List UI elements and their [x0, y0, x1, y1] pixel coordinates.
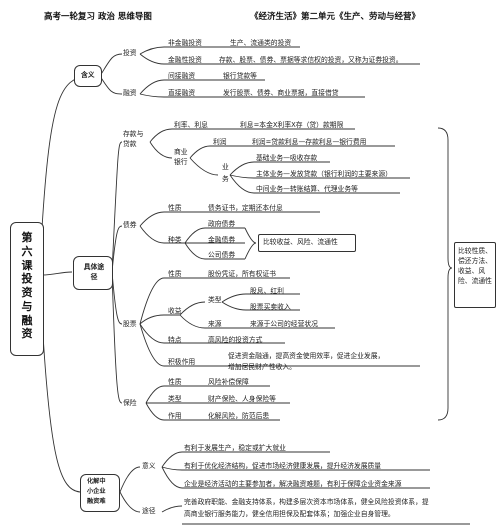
sme-meaning-item-1: 有利于发展生产，稳定或扩大就业	[184, 444, 286, 452]
bond-type-financial: 金融债券	[208, 236, 236, 244]
insurance-role-desc: 化解风险，防范后患	[208, 412, 270, 420]
profit-label: 利润	[213, 138, 227, 146]
insurance-label: 保险	[123, 399, 137, 407]
invest-item-financial-desc: 存款、股票、债券、票据等求信权的投资，又称为证券投资。	[219, 56, 403, 64]
finance-item-indirect-label: 间接融资	[168, 72, 196, 80]
stock-income-type-trading: 股票买卖收入	[250, 303, 291, 311]
stock-income-type-label: 类型	[208, 296, 222, 304]
insurance-nature-label: 性质	[168, 378, 182, 386]
sme-meaning-item-3: 企业是经济活动的主要参加者，解决融资难题，有利于保障企业资金来源	[184, 480, 402, 488]
stock-role-line1: 促进资金融通，提高资金使用效率，促进企业发展，	[228, 352, 385, 360]
invest-item-nonfinancial-label: 非金融投资	[168, 39, 202, 47]
deposit-label-line1: 存款与	[123, 130, 144, 138]
bank-label-line1: 商业	[174, 148, 188, 156]
header-right-title: 《经济生活》第二单元《生产、劳动与经营》	[250, 12, 421, 22]
root-topic-box: 第 六 课 投 资 与 融 资	[10, 222, 44, 356]
stock-feature-label: 特点	[168, 336, 182, 344]
finance-item-direct-desc: 发行股票、债券、商业票据，直接借贷	[223, 89, 339, 97]
deposit-label-line2: 贷款	[123, 140, 137, 148]
invest-item-financial-label: 金融性投资	[168, 56, 202, 64]
business-item-middle: 中间业务—转账结算、代理业务等	[256, 185, 358, 193]
bond-nature-label: 性质	[168, 204, 182, 212]
section-paths-box: 具体途径	[73, 256, 113, 290]
insurance-type-label: 类型	[168, 395, 182, 403]
stock-income-source-label: 来源	[208, 320, 222, 328]
side-note-box: 比较性质、偿还方法、收益、风险、流通性	[454, 242, 496, 308]
section-sme-box: 化解中 小企业 融资难	[80, 474, 120, 512]
stock-nature-desc: 股份凭证，所有权证书	[208, 270, 276, 278]
bond-compare-text: 比较收益、风险、流通性	[263, 238, 338, 246]
sme-meaning-label: 意义	[142, 462, 156, 470]
bank-label-line2: 银行	[174, 158, 188, 166]
bond-types-label: 种类	[168, 236, 182, 244]
insurance-nature-desc: 风险补偿保障	[208, 378, 249, 386]
section-sme-title-line2: 小企业	[87, 488, 106, 495]
section-meaning-title: 含义	[81, 71, 95, 79]
sme-meaning-item-2: 有利于优化经济结构，促进市场经济健康发展，提升经济发展质量	[184, 462, 382, 470]
rate-label: 利率、利息	[174, 121, 208, 129]
business-label-line2: 务	[222, 175, 229, 183]
sme-path-label: 途径	[142, 507, 156, 515]
header-left-title: 高考一轮复习 政治 思维导图	[44, 12, 152, 22]
bond-type-corporate: 公司债券	[208, 251, 236, 259]
stock-nature-label: 性质	[168, 270, 182, 278]
stock-label: 股票	[123, 320, 137, 328]
insurance-role-label: 作用	[168, 412, 182, 420]
stock-role-line2: 增加居民财产性收入。	[228, 363, 296, 371]
sme-path-line1: 完善政府职能、金融支持体系，构建多层次资本市场体系，健全风险投资体系，提	[184, 498, 429, 506]
bond-nature-desc: 债务证书，定期还本付息	[208, 204, 283, 212]
bond-compare-box: 比较收益、风险、流通性	[258, 234, 356, 252]
insurance-type-desc: 财产保险、人身保险等	[208, 395, 276, 403]
invest-label: 投资	[123, 49, 137, 57]
profit-desc: 利润=贷款利息—存款利息—银行费用	[252, 138, 367, 146]
stock-feature-desc: 高风险的投资方式	[208, 336, 263, 344]
rate-desc: 利息=本金X利率X存（贷）款期限	[240, 121, 344, 129]
stock-income-source-desc: 来源于公司的经营状况	[250, 320, 318, 328]
sme-path-line2: 高商业银行服务能力，健全信用担保及配套体系；加强企业自身管理。	[184, 510, 395, 518]
stock-income-label: 收益	[168, 307, 182, 315]
section-paths-title: 具体途径	[83, 263, 105, 281]
section-sme-title-line3: 融资难	[87, 498, 106, 505]
invest-item-nonfinancial-desc: 生产、流通类的投资	[230, 39, 292, 47]
side-note-text: 比较性质、偿还方法、收益、风险、流通性	[458, 247, 492, 285]
finance-item-indirect-desc: 银行贷款等	[223, 72, 257, 80]
stock-income-type-dividend: 股息、红利	[250, 287, 284, 295]
business-item-basic: 基础业务—吸收存款	[256, 154, 318, 162]
bond-type-government: 政府债券	[208, 220, 236, 228]
root-topic-title: 第 六 课 投 资 与 融 资	[21, 231, 33, 341]
finance-label: 融资	[123, 89, 137, 97]
bond-label: 债券	[123, 221, 137, 229]
finance-item-direct-label: 直接融资	[168, 89, 196, 97]
stock-role-label: 积极作用	[168, 358, 196, 366]
section-sme-title-line1: 化解中	[87, 478, 106, 485]
business-label-line1: 业	[222, 163, 229, 171]
section-meaning-box: 含义	[74, 65, 102, 87]
business-item-main: 主体业务—发放贷款（银行利润的主要来源）	[256, 170, 392, 178]
